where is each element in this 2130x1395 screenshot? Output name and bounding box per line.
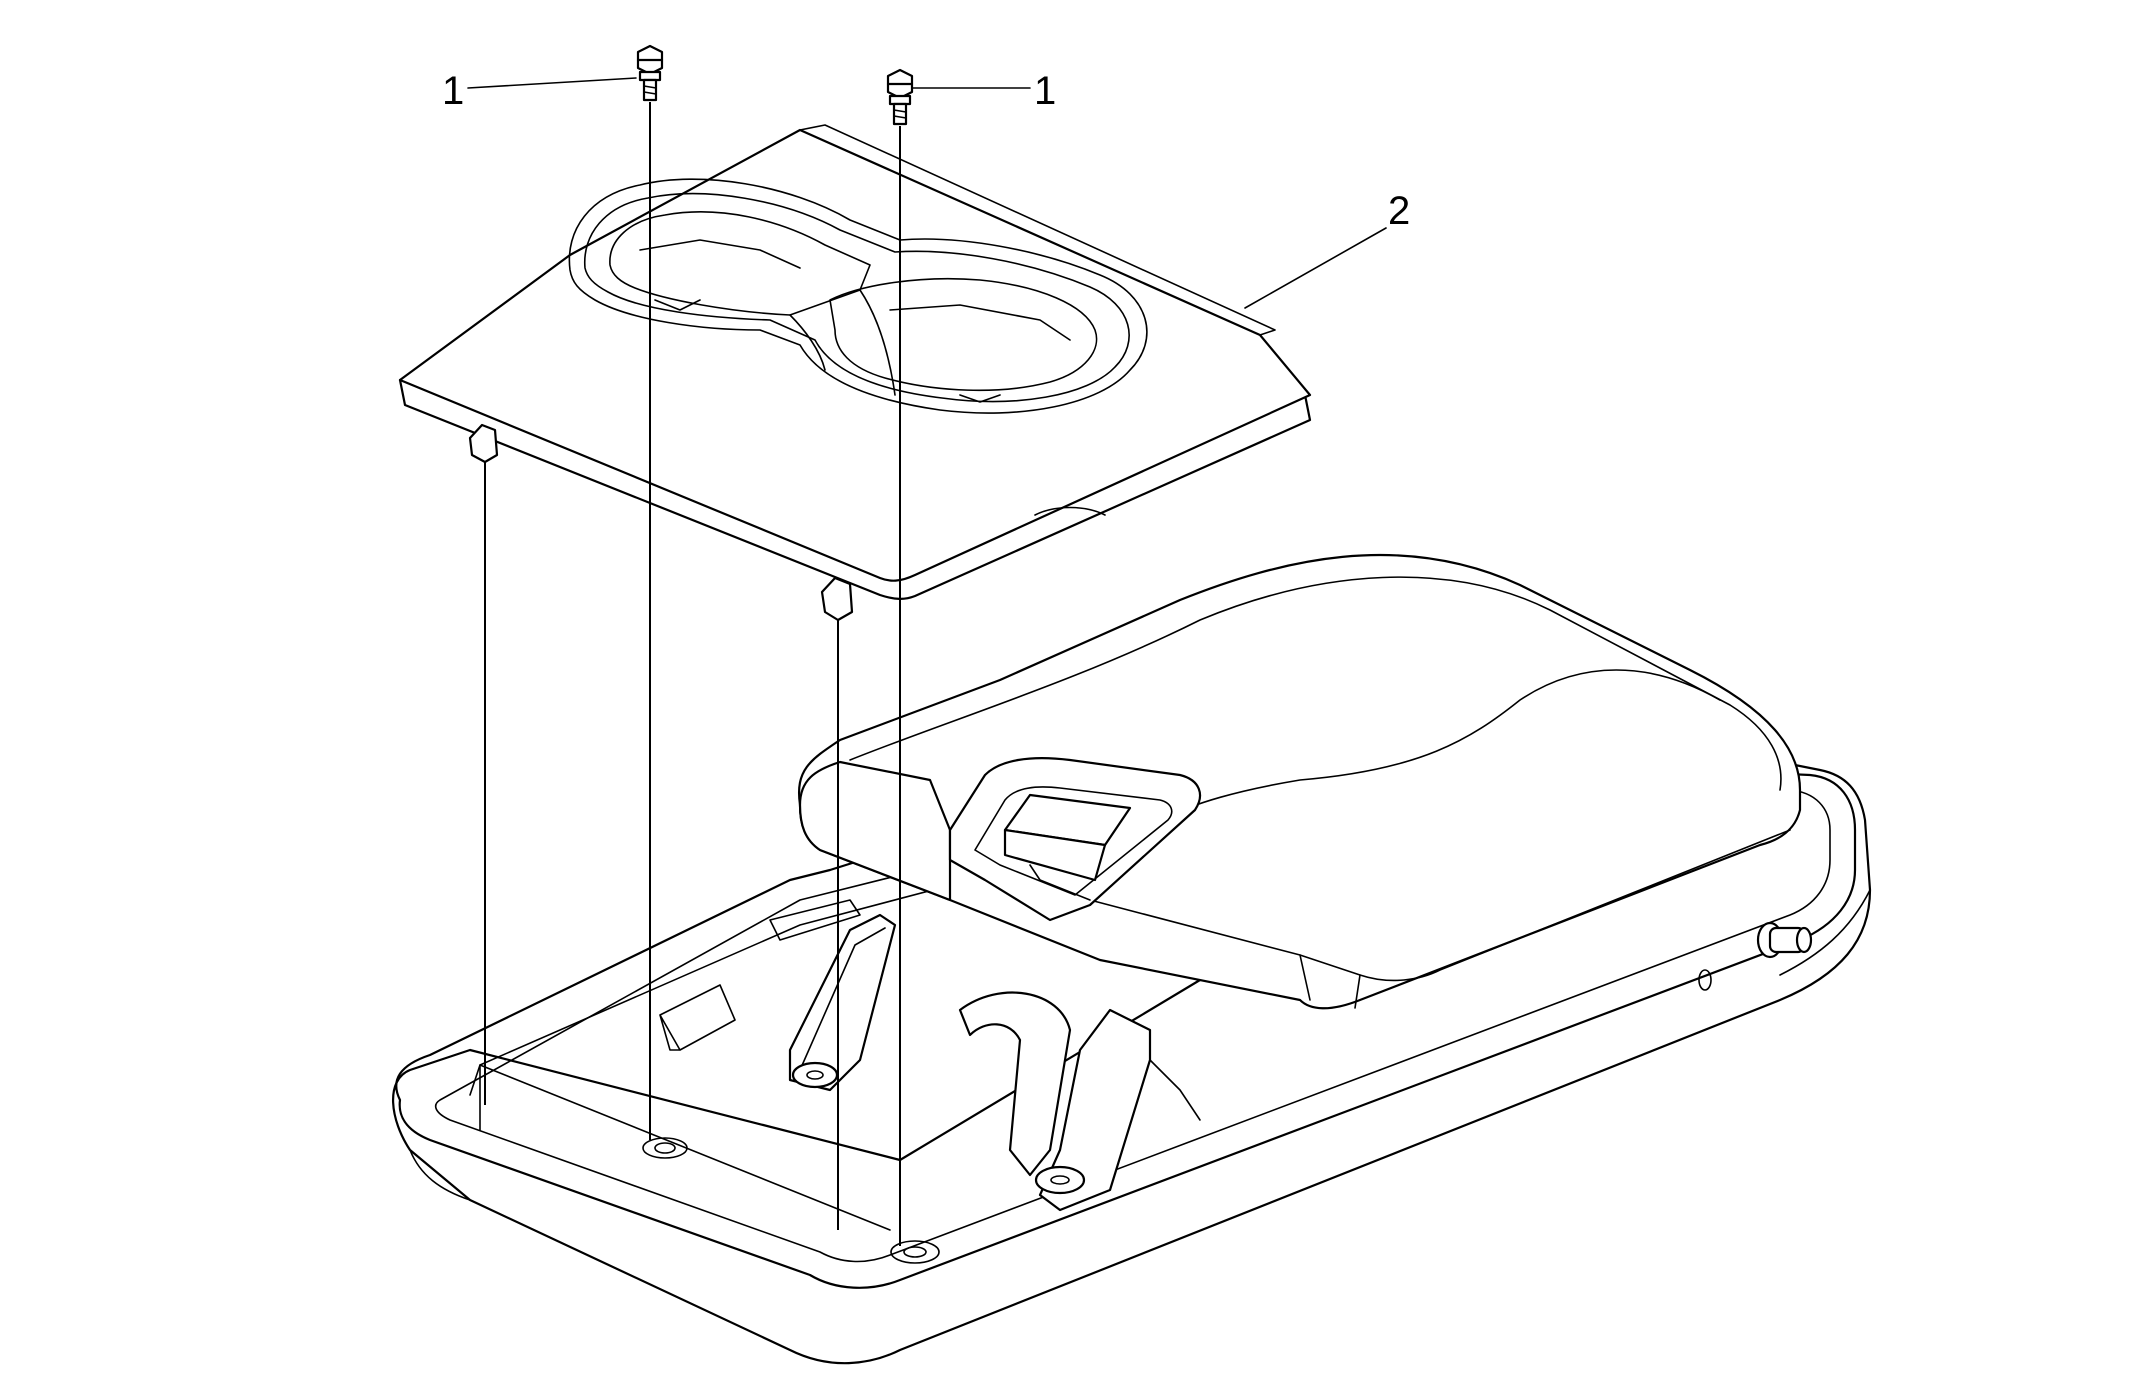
console-inner-brackets [769, 899, 1201, 1212]
cup-holder-rim-inner [584, 192, 1130, 403]
latch-frame-inner [974, 786, 1173, 896]
mount-hole-left-inner [654, 1142, 676, 1154]
console-rim-inner [434, 789, 1831, 1263]
cup-well-right [829, 277, 1098, 392]
front-clip-left [468, 423, 499, 464]
callout-label-cup-holder-trim: 2 [1388, 189, 1410, 233]
callout-label-bolt-left: 1 [442, 69, 464, 113]
mount-hole-right-inner [903, 1246, 927, 1258]
cup-holder-trim-plate [398, 124, 1312, 622]
latch-pin [1756, 921, 1813, 959]
console-rim-outer [395, 758, 1857, 1289]
callout-1-right: 1 [911, 69, 1056, 113]
mount-hole-right [890, 1240, 940, 1264]
callout-label-bolt-right: 1 [1034, 69, 1056, 113]
cup-holder-rim-outer [568, 178, 1148, 414]
trim-plate-top [398, 128, 1312, 582]
callout-2: 2 [1244, 189, 1410, 309]
explode-guide-lines [484, 102, 901, 1246]
side-hole [1698, 969, 1712, 991]
bracket-right [1038, 1008, 1152, 1212]
mount-hole-left [642, 1137, 688, 1159]
cup-well-left [609, 211, 871, 316]
tray-pocket [659, 984, 736, 1051]
front-clip-right [820, 576, 854, 622]
bolt-left [636, 44, 664, 102]
bracket-arch [958, 991, 1072, 1177]
lid-front-panel [798, 760, 952, 902]
console-side-contour [409, 889, 1871, 1201]
callout-1-left: 1 [442, 69, 637, 113]
tray-tab [769, 899, 861, 941]
lid-crown [849, 576, 1782, 791]
bolt-right [886, 68, 914, 126]
